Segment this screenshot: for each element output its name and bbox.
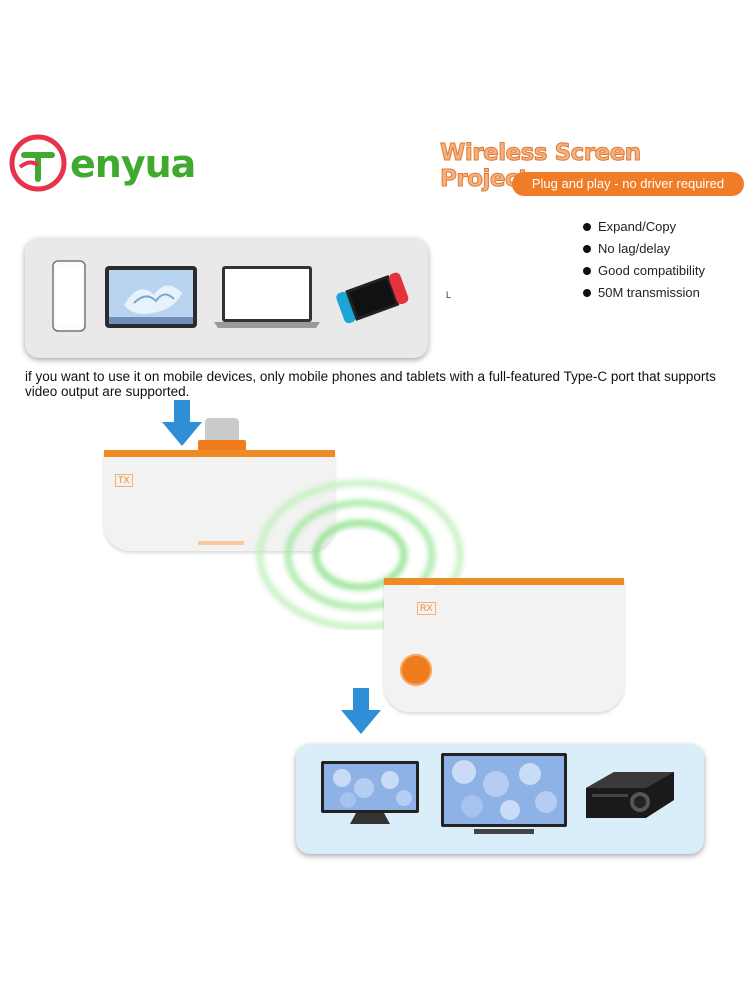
feature-item: 50M transmission [582, 282, 705, 304]
receiver-pair-button[interactable] [400, 654, 432, 686]
feature-item: Expand/Copy [582, 216, 705, 238]
receiver-led [420, 585, 434, 588]
monitor-icon [321, 761, 419, 824]
tablet-icon [105, 266, 197, 328]
brand-logo-icon [9, 134, 67, 192]
down-arrow-icon [341, 688, 381, 734]
television-icon [441, 753, 567, 834]
receiver-device [384, 578, 624, 712]
compatibility-note: if you want to use it on mobile devices,… [25, 369, 716, 399]
stray-mark: L [446, 290, 452, 300]
down-arrow-icon [162, 400, 202, 446]
projector-icon [586, 772, 674, 818]
transmitter-label: TX [115, 474, 133, 487]
receiver-label: RX [417, 602, 436, 615]
subtitle-badge: Plug and play - no driver required [512, 172, 744, 196]
brand-name: enyua [70, 142, 196, 186]
wireless-signal-icon [257, 480, 463, 630]
laptop-icon [214, 266, 320, 328]
phone-icon [52, 260, 86, 332]
feature-item: No lag/delay [582, 238, 705, 260]
feature-item: Good compatibility [582, 260, 705, 282]
page-title: Wireless Screen Projector [440, 140, 642, 193]
game-console-icon [336, 272, 409, 324]
transmitter-bottom-tab [198, 541, 244, 545]
feature-list: Expand/Copy No lag/delay Good compatibil… [582, 216, 705, 304]
